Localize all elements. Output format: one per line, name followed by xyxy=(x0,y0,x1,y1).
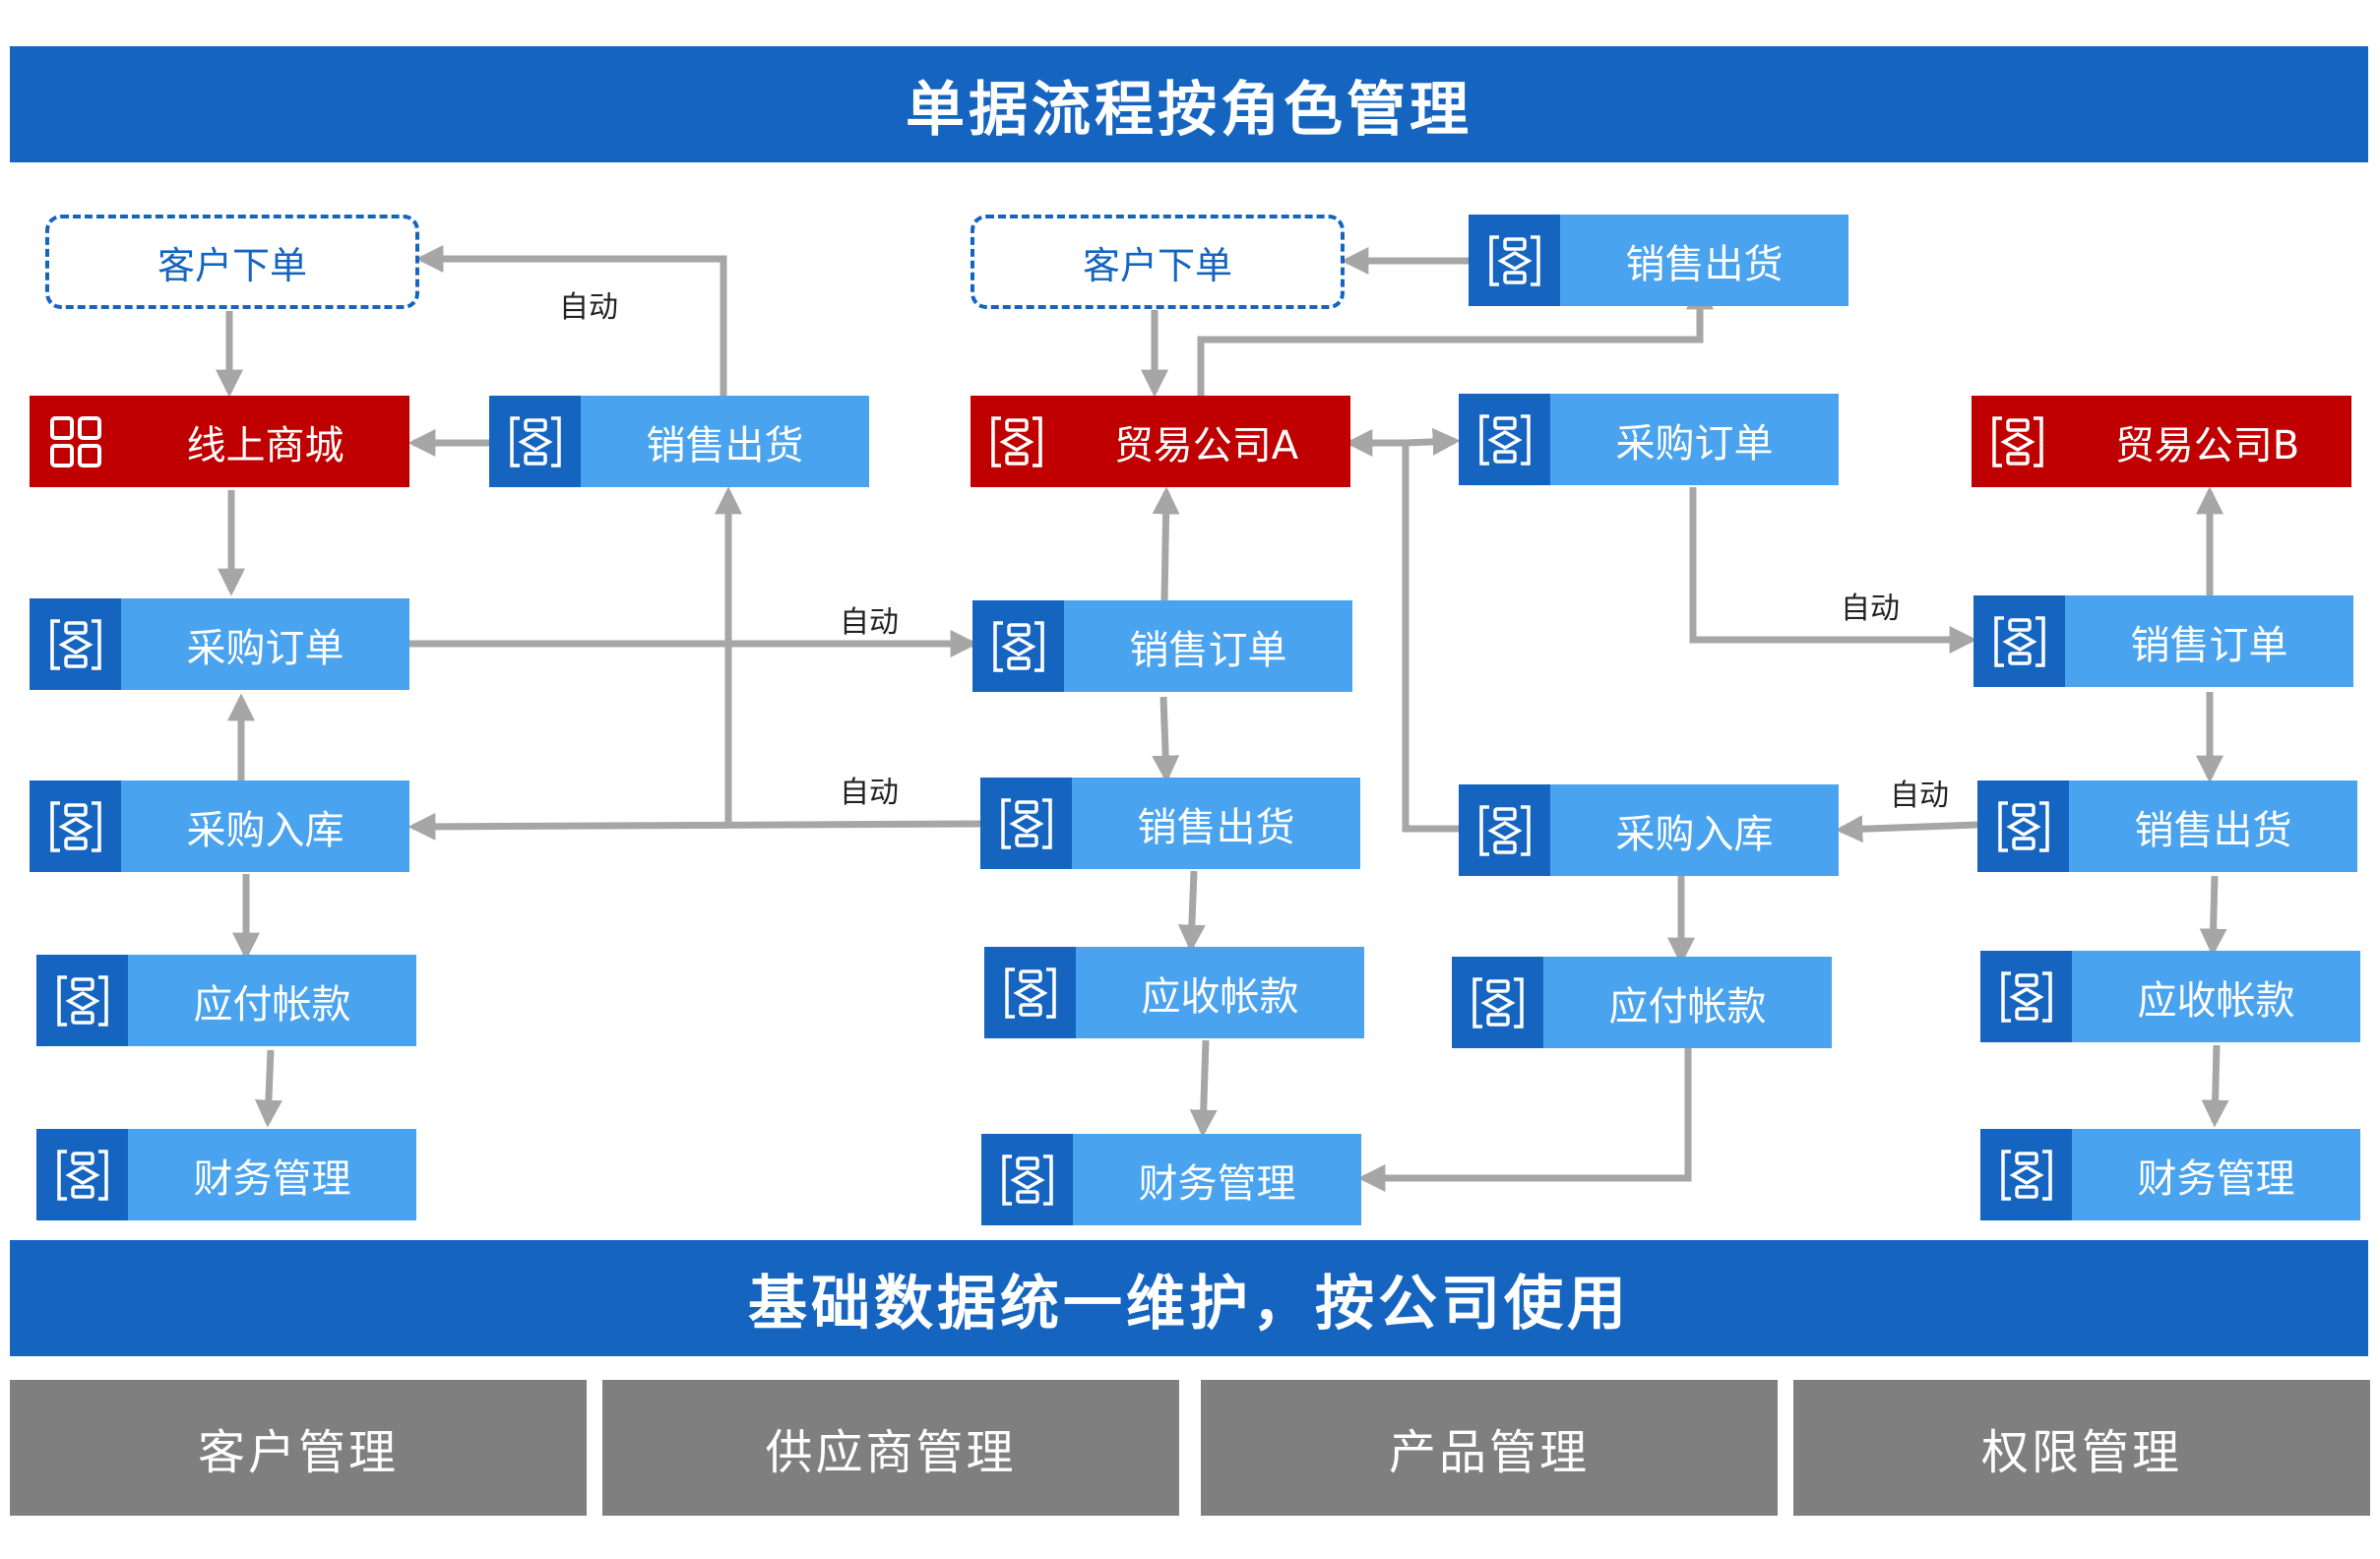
node-finance[interactable]: 财务管理 xyxy=(36,1129,416,1220)
footer-banner: 基础数据统一维护，按公司使用 xyxy=(10,1240,2368,1356)
process-icon xyxy=(1980,1129,2072,1220)
arrow-ar4-to-fin4 xyxy=(2201,1044,2229,1128)
node-sales-shipment[interactable]: 销售出货 xyxy=(1977,780,2357,872)
node-label: 销售出货 xyxy=(2069,780,2357,872)
node-accounts-receivable[interactable]: 应收帐款 xyxy=(984,947,1364,1038)
module-supplier-management[interactable]: 供应商管理 xyxy=(602,1380,1179,1516)
node-label: 销售订单 xyxy=(2065,595,2353,687)
node-label: 贸易公司A xyxy=(1062,396,1350,487)
node-sales-order[interactable]: 销售订单 xyxy=(972,600,1352,692)
module-product-management[interactable]: 产品管理 xyxy=(1201,1380,1778,1516)
auto-label: 自动 xyxy=(1841,592,1900,626)
node-accounts-receivable[interactable]: 应收帐款 xyxy=(1980,951,2360,1042)
process-icon xyxy=(30,780,121,872)
node-sales-shipment[interactable]: 销售出货 xyxy=(489,396,869,487)
arrow-c2ship-to-receipt xyxy=(407,812,981,841)
process-icon xyxy=(1977,780,2069,872)
process-icon xyxy=(1452,957,1543,1048)
process-icon xyxy=(1459,394,1550,485)
page-title: 单据流程按角色管理 xyxy=(906,75,1472,145)
process-icon xyxy=(36,1129,128,1220)
customer-order-box[interactable]: 客户下单 xyxy=(971,215,1345,309)
node-label: 采购订单 xyxy=(1550,394,1839,485)
node-sales-shipment[interactable]: 销售出货 xyxy=(980,778,1360,869)
node-purchase-order[interactable]: 采购订单 xyxy=(30,598,409,690)
node-trade-company-b[interactable]: 贸易公司B xyxy=(1972,396,2351,487)
auto-label: 自动 xyxy=(559,290,618,325)
customer-order-box[interactable]: 客户下单 xyxy=(45,215,419,309)
process-icon xyxy=(1973,595,2065,687)
node-label: 采购入库 xyxy=(121,780,409,872)
arrow-companya-to-topship xyxy=(1197,281,1714,397)
process-icon xyxy=(489,396,581,487)
grid-icon xyxy=(30,396,121,487)
module-label: 产品管理 xyxy=(1388,1425,1590,1480)
footer-title: 基础数据统一维护，按公司使用 xyxy=(748,1269,1630,1339)
process-icon xyxy=(1459,784,1550,876)
node-label: 应付帐款 xyxy=(128,955,416,1046)
arrow-so-to-ship xyxy=(1152,696,1180,783)
node-accounts-payable[interactable]: 应付帐款 xyxy=(1452,957,1832,1048)
arrow-c3ap-to-c2fin xyxy=(1357,1048,1692,1192)
node-label: 财务管理 xyxy=(2072,1129,2360,1220)
arrow-so-to-companya xyxy=(1152,486,1180,601)
node-label: 销售出货 xyxy=(581,396,869,487)
header-banner: 单据流程按角色管理 xyxy=(10,46,2368,162)
node-label: 应付帐款 xyxy=(1543,957,1832,1048)
module-label: 供应商管理 xyxy=(765,1425,1017,1480)
node-finance[interactable]: 财务管理 xyxy=(1980,1129,2360,1220)
arrow-receipt3-to-companya-po xyxy=(1402,443,1460,833)
process-icon xyxy=(980,778,1072,869)
node-label: 采购订单 xyxy=(121,598,409,690)
node-trade-company-a[interactable]: 贸易公司A xyxy=(971,396,1350,487)
module-label: 权限管理 xyxy=(1980,1425,2182,1480)
node-label: 销售出货 xyxy=(1072,778,1360,869)
process-icon xyxy=(971,396,1062,487)
customer-order-label: 客户下单 xyxy=(1082,243,1232,287)
node-sales-order[interactable]: 销售订单 xyxy=(1973,595,2353,687)
arrow-po3-to-so4 xyxy=(1689,487,1977,654)
arrow-ar-to-fin xyxy=(1189,1039,1218,1138)
process-icon xyxy=(984,947,1076,1038)
node-label: 线上商城 xyxy=(121,396,409,487)
node-purchase-receipt[interactable]: 采购入库 xyxy=(1459,784,1839,876)
node-purchase-order[interactable]: 采购订单 xyxy=(1459,394,1839,485)
node-purchase-receipt[interactable]: 采购入库 xyxy=(30,780,409,872)
process-icon xyxy=(1469,215,1560,306)
node-label: 贸易公司B xyxy=(2063,396,2351,487)
process-icon xyxy=(1972,396,2063,487)
arrow-ship-to-customer xyxy=(415,245,727,397)
module-customer-management[interactable]: 客户管理 xyxy=(10,1380,587,1516)
node-sales-shipment-top[interactable]: 销售出货 xyxy=(1469,215,1848,306)
arrow-ship-to-ar xyxy=(1177,870,1206,953)
node-label: 财务管理 xyxy=(128,1129,416,1220)
process-icon xyxy=(30,598,121,690)
node-label: 采购入库 xyxy=(1550,784,1839,876)
process-icon xyxy=(36,955,128,1046)
arrow-ap-to-fin xyxy=(254,1049,282,1128)
module-label: 客户管理 xyxy=(197,1425,399,1480)
node-finance[interactable]: 财务管理 xyxy=(981,1134,1361,1225)
arrow-ship4-to-receipt3 xyxy=(1835,815,1978,843)
arrow-companya-to-po3 xyxy=(1405,427,1461,456)
node-label: 应收帐款 xyxy=(1076,947,1364,1038)
node-online-mall[interactable]: 线上商城 xyxy=(30,396,409,487)
process-icon xyxy=(972,600,1064,692)
node-accounts-payable[interactable]: 应付帐款 xyxy=(36,955,416,1046)
auto-label: 自动 xyxy=(840,605,899,640)
auto-label: 自动 xyxy=(1890,779,1949,813)
process-icon xyxy=(981,1134,1073,1225)
node-label: 销售出货 xyxy=(1560,215,1848,306)
node-label: 应收帐款 xyxy=(2072,951,2360,1042)
node-label: 销售订单 xyxy=(1064,600,1352,692)
module-permission-management[interactable]: 权限管理 xyxy=(1793,1380,2370,1516)
arrow-ship4-to-ar4 xyxy=(2199,875,2227,957)
auto-label: 自动 xyxy=(840,776,899,810)
process-icon xyxy=(1980,951,2072,1042)
customer-order-label: 客户下单 xyxy=(157,243,307,287)
node-label: 财务管理 xyxy=(1073,1134,1361,1225)
